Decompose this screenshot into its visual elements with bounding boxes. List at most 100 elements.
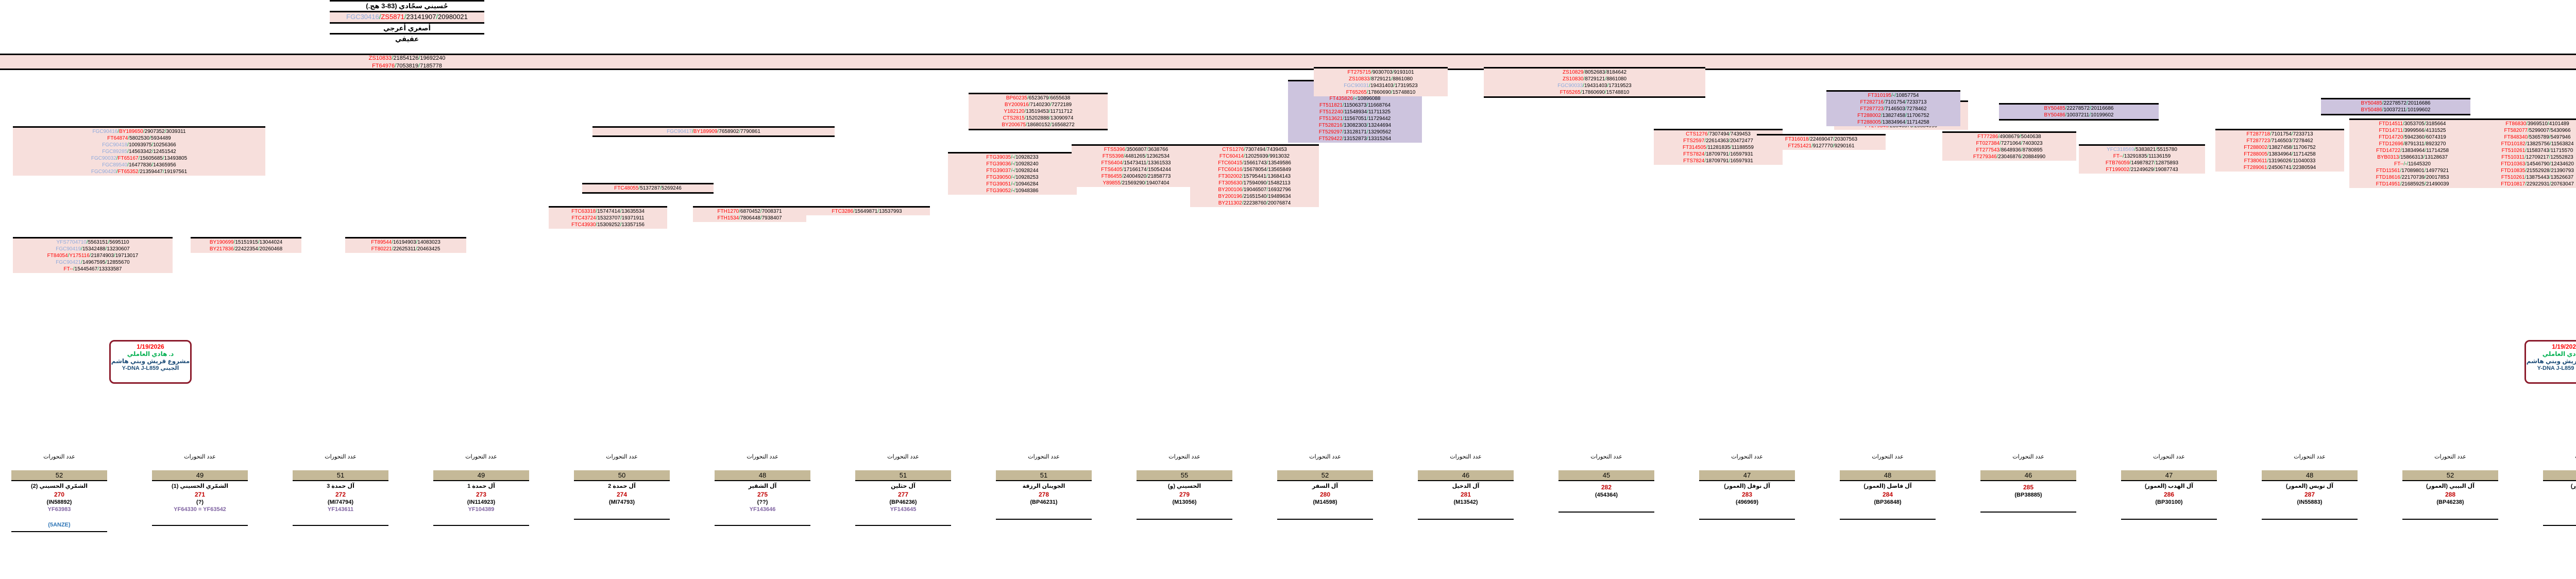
lineage-name: الحسيني (و) [1167,483,1201,489]
snp-line: BYB0313/15866313/13128637 [2377,155,2448,160]
mutation-count-label: عدد التحورات [887,454,919,460]
extra-code [2121,506,2217,516]
snp-line: FGC90033/19431403/17319523 [1557,83,1632,89]
snp-line: FTS6404/15473411/13361533 [1101,160,1171,166]
lineage-id: 274 [616,491,628,499]
card-footer-rule [996,519,1092,520]
lineage-name: آل السفر [1312,483,1338,489]
snp-line: FTC43930/15309252/13357156 [571,222,645,228]
snp-line: FT89544/16194903/14083023 [371,240,440,245]
snp-line: FT--/13291835/11136159 [2113,154,2171,159]
mutation-count-value: 47 [2121,470,2217,481]
snp-line: BY50485/22278572/20116686 [2361,100,2431,106]
header-rule-top [330,0,484,2]
lineage-name: آل حثلين [891,483,916,489]
snp-line: FTB76059/14987827/12875893 [2105,160,2179,166]
card-footer-rule [1277,519,1373,520]
mutation-count-value: 48 [715,470,810,481]
card-footer-rule [1980,512,2076,513]
mutation-count-label: عدد التحورات [1872,454,1904,460]
lineage-id: 287 [2304,491,2315,499]
lineage-card[interactable]: عدد التحورات48العودة (العمور)289(M8615)(… [2543,453,2576,526]
card-footer-rule [574,519,670,520]
snp-line: BP60235/6523679/6655638 [1006,95,1071,101]
kit-number: (BP46231) [1030,499,1058,506]
snp-line: FT199002/21249629/19087743 [2106,167,2178,173]
snp-line: FTD14711/3999566/4131525 [2379,128,2446,133]
snp-line: FT512240/11548934/11711325 [1319,109,1391,115]
mutation-count-label: عدد التحورات [184,454,216,460]
lineage-id: 280 [1319,491,1331,499]
snp-line: FT80221/22625311/20463425 [371,246,440,252]
snp-line: FTD14511/3053705/3185664 [2379,121,2446,127]
lineage-name: آل فاضل (العمور) [1863,483,1912,489]
snp-line: FT848340/5365789/5497946 [2504,134,2571,140]
extra-code: (5ANZE) [48,522,71,529]
lineage-id: 270 [54,491,65,499]
snp-line: FTS7824/18709791/16597931 [1683,151,1753,157]
snp-line: FTS6405/17166174/15054244 [1101,167,1171,173]
snp-line: FTG39037/-/10928244 [986,168,1039,174]
snp-line: FT510261/13875443/13526637 [2501,175,2574,180]
card-footer-rule [293,525,388,526]
snp-line: FT288002/13827458/11706752 [2244,145,2316,150]
lineage-id: 288 [2445,491,2456,499]
signature-project1-left: مشروع قريش وبني هاشم [111,357,190,365]
snp-line: FT251421/9127770/9290161 [1788,143,1855,149]
snp-line: FTD10835/21552928/21390793 [2501,168,2574,174]
snp-line: FT435826/-/10896088 [1329,96,1381,101]
kit-number: (IN58892) [46,499,72,506]
signature-project2-left: الجيني Y-DNA J-L859 [122,365,179,371]
kit-number: (BP46236) [889,499,917,506]
extra-code [293,513,388,522]
card-footer-rule [2262,519,2358,520]
header-rule-2 [330,22,484,24]
card-footer-rule [855,525,951,526]
snp-line: Y89855/21569290/19407404 [1103,180,1170,186]
kit-number: (IN55883) [2297,499,2323,506]
mutation-count-label: عدد التحورات [465,454,497,460]
snp-line: FT302002/15795441/13684143 [1218,174,1291,179]
snp-line: FT510311/12709217/12552823 [2501,155,2573,160]
mutation-count-value: 52 [2402,470,2498,481]
extra-code [2543,513,2576,522]
kit-number: (454364) [1595,492,1618,498]
snp-line: FT305630/17594090/15482113 [1218,180,1291,186]
mutation-count-label: عدد التحورات [1309,454,1341,460]
extra-code [1277,506,1373,516]
extra-code [2262,506,2358,516]
card-footer-rule [152,525,248,526]
mutation-count-value: 45 [1558,470,1654,481]
extra-code [1699,506,1795,516]
snp-line: YFS7704710/5563151/5695110 [56,240,129,245]
card-footer-rule [1840,519,1936,520]
lineage-id: 289 [2543,490,2576,498]
mutation-count-label: عدد التحورات [1168,454,1200,460]
snp-line: FT86455/24004920/21858773 [1101,174,1171,179]
